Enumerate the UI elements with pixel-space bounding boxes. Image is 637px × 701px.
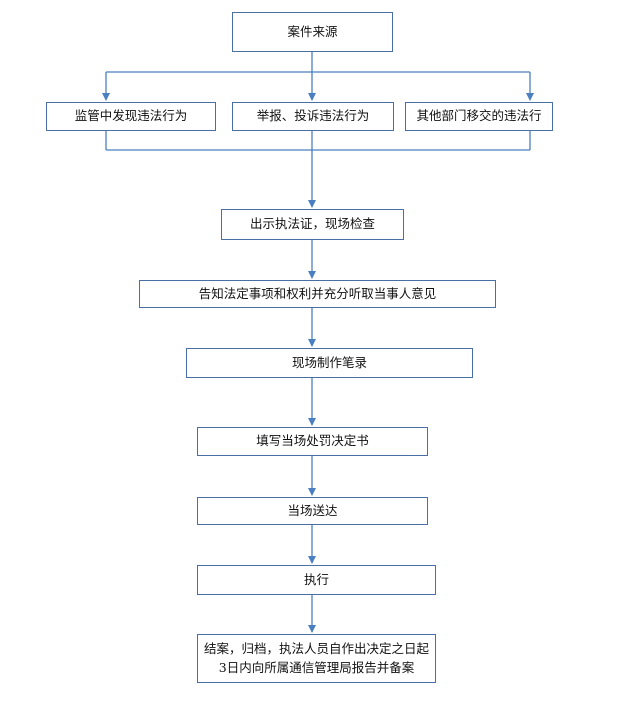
node-close: 结案，归档，执法人员自作出决定之日起 3日内向所属通信管理局报告并备案 xyxy=(197,634,436,683)
node-deliver-label: 当场送达 xyxy=(287,502,338,518)
node-inform: 告知法定事项和权利并充分听取当事人意见 xyxy=(139,280,496,308)
node-report-label: 举报、投诉违法行为 xyxy=(256,108,370,124)
node-report: 举报、投诉违法行为 xyxy=(232,102,394,131)
node-inform-label: 告知法定事项和权利并充分听取当事人意见 xyxy=(198,285,437,301)
node-case-source-label: 案件来源 xyxy=(287,23,338,39)
node-execute: 执行 xyxy=(197,565,436,595)
node-deliver: 当场送达 xyxy=(197,497,428,525)
node-execute-label: 执行 xyxy=(303,571,329,587)
node-supervision-label: 监管中发现违法行为 xyxy=(74,108,188,124)
node-show-id-label: 出示执法证，现场检查 xyxy=(249,216,375,232)
node-fill-decision-label: 填写当场处罚决定书 xyxy=(256,433,369,449)
node-transfer: 其他部门移交的违法行 xyxy=(405,102,553,131)
node-record: 现场制作笔录 xyxy=(186,348,473,378)
node-close-line2: 3日内向所属通信管理局报告并备案 xyxy=(218,659,415,675)
node-record-label: 现场制作笔录 xyxy=(291,354,367,370)
node-transfer-label: 其他部门移交的违法行 xyxy=(416,108,542,124)
node-supervision: 监管中发现违法行为 xyxy=(46,102,216,131)
node-show-id: 出示执法证，现场检查 xyxy=(221,209,404,240)
node-fill-decision: 填写当场处罚决定书 xyxy=(197,427,428,456)
node-case-source: 案件来源 xyxy=(232,12,393,52)
node-close-line1: 结案，归档，执法人员自作出决定之日起 xyxy=(203,641,429,657)
